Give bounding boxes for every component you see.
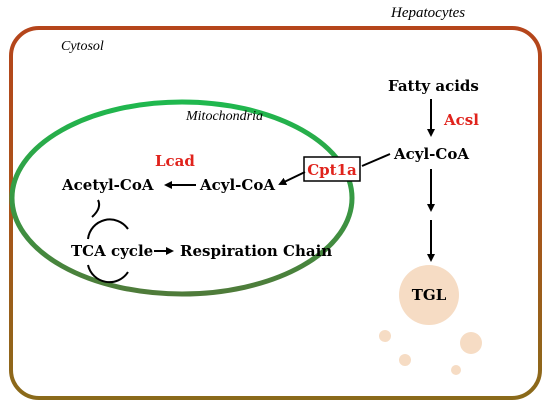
tca-cycle-label: TCA cycle — [71, 242, 153, 260]
acyl-coa-cytosol-label: Acyl-CoA — [393, 145, 469, 163]
lcad-enzyme-label: Lcad — [155, 152, 195, 170]
tgl-label: TGL — [412, 286, 447, 304]
fatty-acids-label: Fatty acids — [388, 77, 479, 95]
arrow-acyl-coa-to-cpt1a — [361, 153, 391, 167]
mitochondria-label: Mitochondria — [185, 109, 263, 124]
acyl-coa-mito-label: Acyl-CoA — [199, 176, 275, 194]
acsl-enzyme-label: Acsl — [443, 111, 479, 129]
tca-cycle-loop-top — [87, 218, 129, 240]
cell-membrane — [9, 26, 542, 400]
arrow-cpt1a-to-mito-acyl-coa — [278, 171, 306, 186]
tca-cycle-loop-bottom — [87, 264, 129, 284]
tgl-droplet-tiny — [451, 365, 461, 375]
mitochondria-membrane — [9, 99, 355, 297]
tca-cycle-upper-arc — [91, 199, 101, 218]
cpt1a-box — [303, 156, 361, 182]
tgl-droplet-small — [379, 330, 391, 342]
tgl-droplet-large — [399, 265, 459, 325]
tgl-droplet-medium — [460, 332, 482, 354]
cell-label: Hepatocytes — [390, 5, 465, 21]
acetyl-coa-label: Acetyl-CoA — [61, 176, 154, 194]
respiration-chain-label: Respiration Chain — [180, 242, 332, 260]
cpt1a-enzyme-label: Cpt1a — [307, 161, 357, 179]
cytosol-label: Cytosol — [61, 39, 104, 54]
tgl-droplet-smaller — [399, 354, 411, 366]
